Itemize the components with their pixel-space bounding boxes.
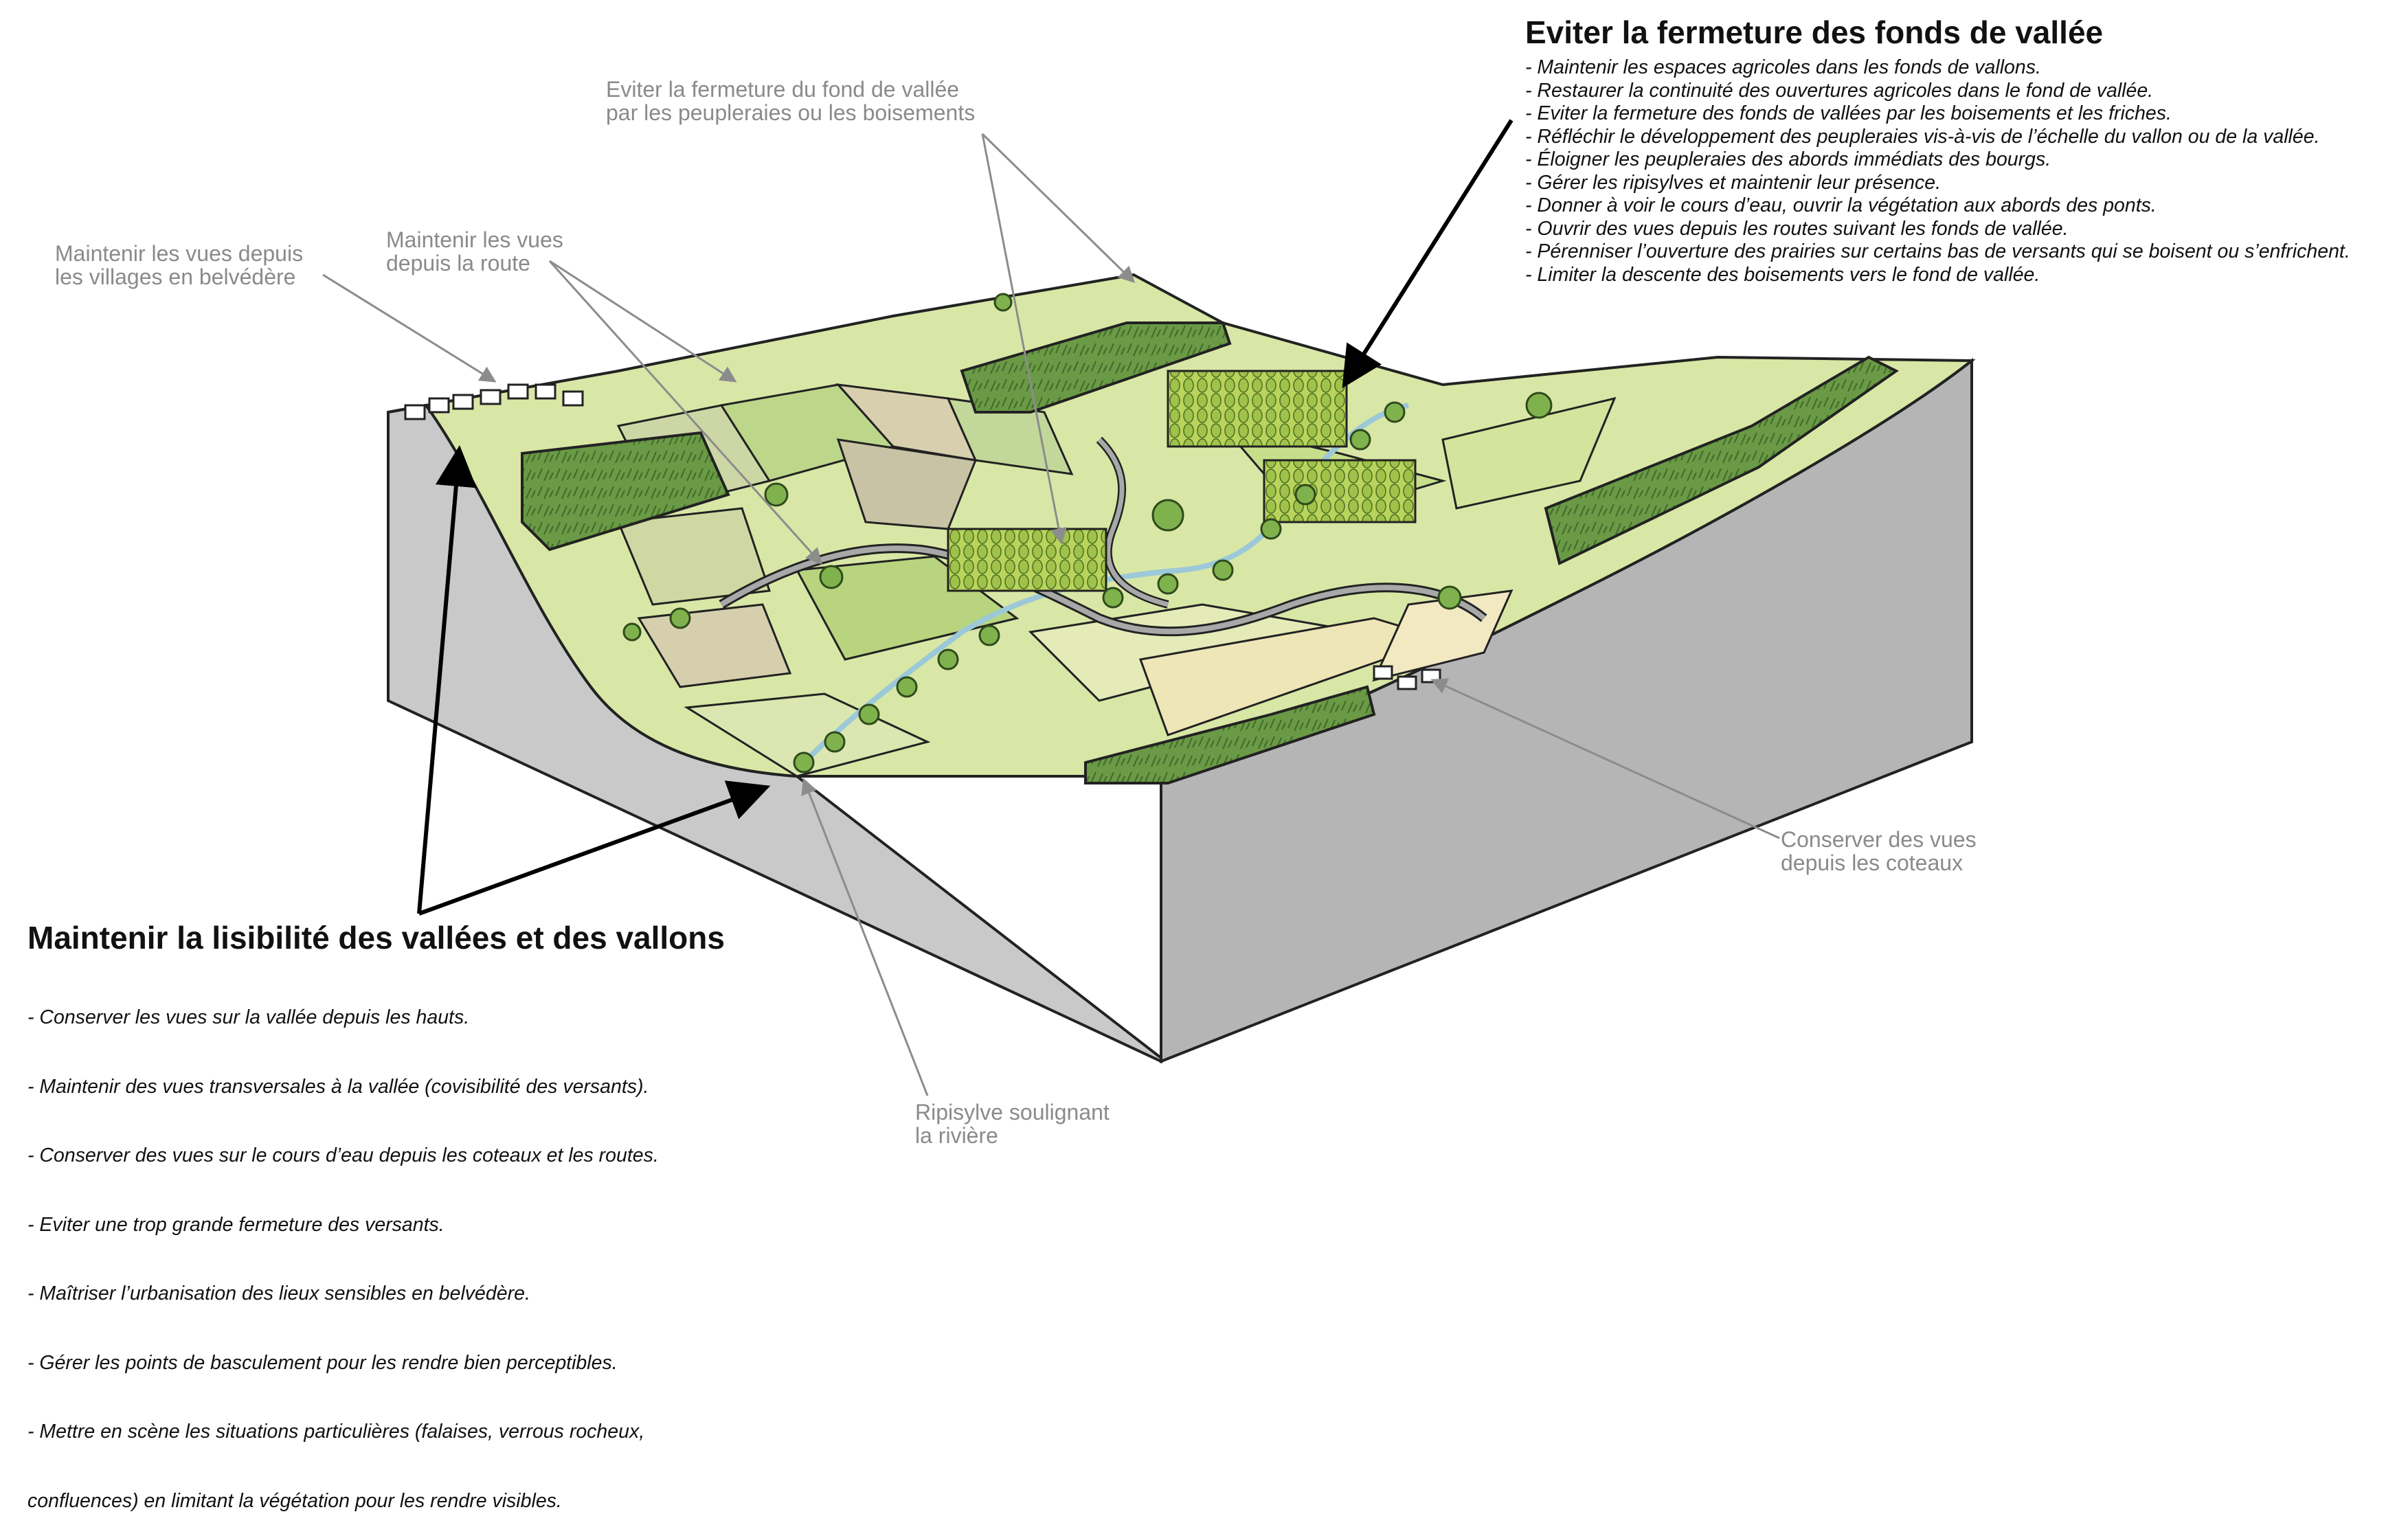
house <box>1373 665 1393 680</box>
bottom-block-title: Maintenir la lisibilité des vallées et d… <box>27 920 725 956</box>
top-block-item: - Donner à voir le cours d’eau, ouvrir l… <box>1525 194 2157 216</box>
leader-peupleraies-2 <box>981 133 1136 284</box>
tree <box>1151 499 1184 532</box>
top-block-item: - Pérenniser l’ouverture des prairies su… <box>1525 240 2350 262</box>
tree <box>764 482 789 507</box>
road <box>719 545 1486 635</box>
leader-ripisylve <box>801 778 929 1096</box>
main-arrows <box>417 119 1514 916</box>
house <box>1397 675 1417 690</box>
leader-peupleraies-1 <box>981 133 1067 545</box>
tree <box>819 565 844 589</box>
tree <box>858 703 880 725</box>
top-block-item: - Limiter la descente des boisements ver… <box>1525 263 2040 286</box>
house <box>428 397 450 414</box>
tree <box>1384 401 1406 423</box>
arrow-bottom-right <box>418 780 771 916</box>
tree <box>793 752 815 773</box>
tree <box>1157 573 1179 595</box>
bottom-block-item: - Conserver les vues sur la vallée depui… <box>27 1006 470 1028</box>
annotation-peupleraies-line2: par les peupleraies ou les boisements <box>606 100 976 125</box>
tree <box>896 676 918 698</box>
poplar-plantation <box>1167 370 1348 448</box>
field <box>1441 396 1617 510</box>
house <box>452 394 474 410</box>
top-block-item: - Restaurer la continuité des ouvertures… <box>1525 79 2154 102</box>
arrow-top-block <box>1342 119 1514 389</box>
bottom-block-item: - Gérer les points de basculement pour l… <box>27 1351 618 1374</box>
house <box>562 390 584 407</box>
woodland-strip <box>1084 685 1376 784</box>
annotation-leaders <box>322 133 1780 1096</box>
landscape-block-diagram <box>322 119 1976 1096</box>
annotation-villages-line1: Maintenir les vues depuis <box>55 241 304 266</box>
tree <box>622 622 642 642</box>
tree <box>824 731 846 753</box>
house <box>507 383 529 400</box>
annotation-ripisylve-line1: Ripisylve soulignant <box>915 1100 1110 1125</box>
annotation-route-line2: depuis la route <box>386 251 530 275</box>
tree <box>669 607 691 629</box>
bottom-block-item: - Eviter une trop grande fermeture des v… <box>27 1213 445 1236</box>
top-block-item: - Gérer les ripisylves et maintenir leur… <box>1525 171 1942 194</box>
woodland-strip <box>521 431 730 552</box>
bottom-block-item: - Conserver des vues sur le cours d’eau … <box>27 1144 659 1166</box>
tree <box>1437 585 1462 610</box>
tree <box>1525 392 1553 419</box>
top-block-item: - Ouvrir des vues depuis les routes suiv… <box>1525 217 2069 240</box>
house <box>1421 668 1441 684</box>
tree <box>1260 518 1282 540</box>
top-block-item: - Réfléchir le développement des peupler… <box>1525 125 2320 148</box>
house <box>480 389 502 405</box>
annotation-coteaux-line2: depuis les coteaux <box>1781 850 1963 875</box>
tree <box>1349 429 1371 451</box>
bottom-block-list: - Conserver les vues sur la vallée depui… <box>27 960 659 1536</box>
annotation-coteaux-line1: Conserver des vues <box>1781 827 1977 852</box>
tree <box>937 648 959 670</box>
bottom-block-item: - Maintenir des vues transversales à la … <box>27 1075 649 1098</box>
arrow-bottom-up <box>417 445 477 914</box>
house <box>404 404 426 420</box>
leader-coteaux <box>1430 678 1780 839</box>
top-block-title: Eviter la fermeture des fonds de vallée <box>1525 14 2104 50</box>
annotation-villages: Maintenir les vues depuis les villages e… <box>55 242 303 289</box>
leader-villages <box>322 273 497 383</box>
annotation-ripisylve-line2: la rivière <box>915 1123 998 1148</box>
landscape-top <box>387 273 1976 784</box>
riparian-trees <box>622 293 1553 773</box>
poplar-plantation <box>947 528 1107 592</box>
bottom-block-item: confluences) en limitant la végétation p… <box>27 1489 562 1512</box>
poplar-plantation <box>1263 459 1417 523</box>
annotation-peupleraies: Eviter la fermeture du fond de vallée pa… <box>606 78 975 124</box>
leader-route-2 <box>548 260 823 565</box>
tree <box>1102 587 1124 609</box>
top-block-item: - Eviter la fermeture des fonds de vallé… <box>1525 102 2172 124</box>
road <box>1097 438 1169 607</box>
tree <box>1294 484 1316 506</box>
woodland-strip <box>960 321 1232 414</box>
field <box>616 507 772 606</box>
annotation-route-line1: Maintenir les vues <box>386 227 563 252</box>
bottom-block-item: - Mettre en scène les situations particu… <box>27 1421 645 1443</box>
annotation-peupleraies-line1: Eviter la fermeture du fond de vallée <box>606 77 960 102</box>
annotation-villages-line2: les villages en belvédère <box>55 264 296 289</box>
tree <box>1212 559 1234 581</box>
tree <box>978 624 1000 646</box>
woodland-strip <box>1544 355 1899 565</box>
bottom-block-item: - Maîtriser l’urbanisation des lieux sen… <box>27 1283 530 1305</box>
house <box>535 383 556 400</box>
top-block-list: - Maintenir les espaces agricoles dans l… <box>1525 56 2350 286</box>
leader-route-1 <box>549 260 737 383</box>
top-block-item: - Maintenir les espaces agricoles dans l… <box>1525 56 2041 78</box>
annotation-coteaux: Conserver des vues depuis les coteaux <box>1781 828 1977 874</box>
village-hillside <box>1373 665 1441 690</box>
tree <box>993 293 1013 312</box>
annotation-route: Maintenir les vues depuis la route <box>386 228 563 275</box>
top-block-item: - Éloigner les peupleraies des abords im… <box>1525 148 2051 170</box>
village-belvedere <box>404 383 584 420</box>
annotation-ripisylve: Ripisylve soulignant la rivière <box>915 1100 1110 1147</box>
